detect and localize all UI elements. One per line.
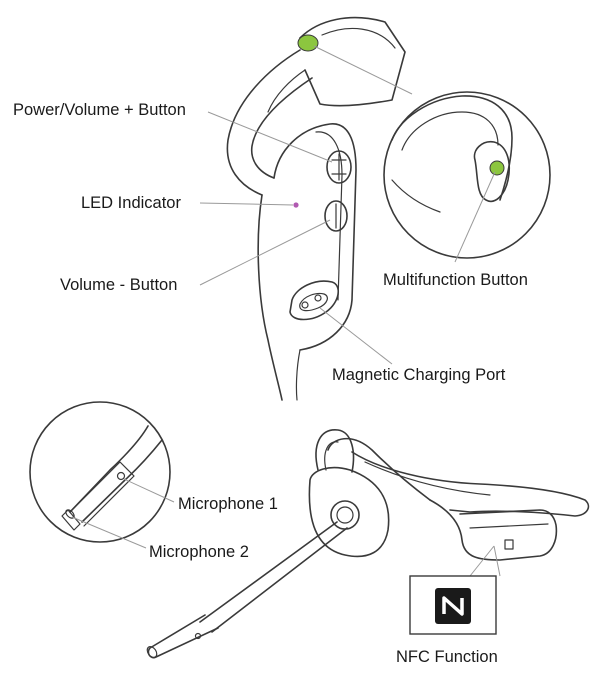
nfc-n-mark-icon bbox=[435, 588, 471, 624]
label-microphone-2: Microphone 2 bbox=[149, 543, 249, 561]
label-magnetic-charging-port: Magnetic Charging Port bbox=[332, 366, 506, 384]
label-microphone-1: Microphone 1 bbox=[178, 495, 278, 513]
label-multifunction-button: Multifunction Button bbox=[383, 271, 528, 289]
headset-with-boom-mic bbox=[146, 429, 590, 659]
multifunction-button-dot-zoom bbox=[489, 160, 505, 176]
led-dot bbox=[293, 202, 299, 208]
ear-hook-side-view bbox=[226, 16, 406, 401]
multifunction-button-dot-side bbox=[297, 34, 319, 52]
microphone-zoom-circle bbox=[29, 401, 171, 543]
multifunction-zoom-circle bbox=[383, 91, 551, 259]
mic-leader-lines bbox=[71, 478, 175, 549]
label-led-indicator: LED Indicator bbox=[81, 194, 181, 212]
nfc-callout bbox=[409, 545, 501, 635]
label-volume-minus-button: Volume - Button bbox=[60, 276, 178, 294]
top-leader-lines bbox=[199, 45, 496, 365]
label-nfc-function: NFC Function bbox=[396, 648, 498, 666]
label-power-volume-plus-button: Power/Volume + Button bbox=[13, 101, 186, 119]
